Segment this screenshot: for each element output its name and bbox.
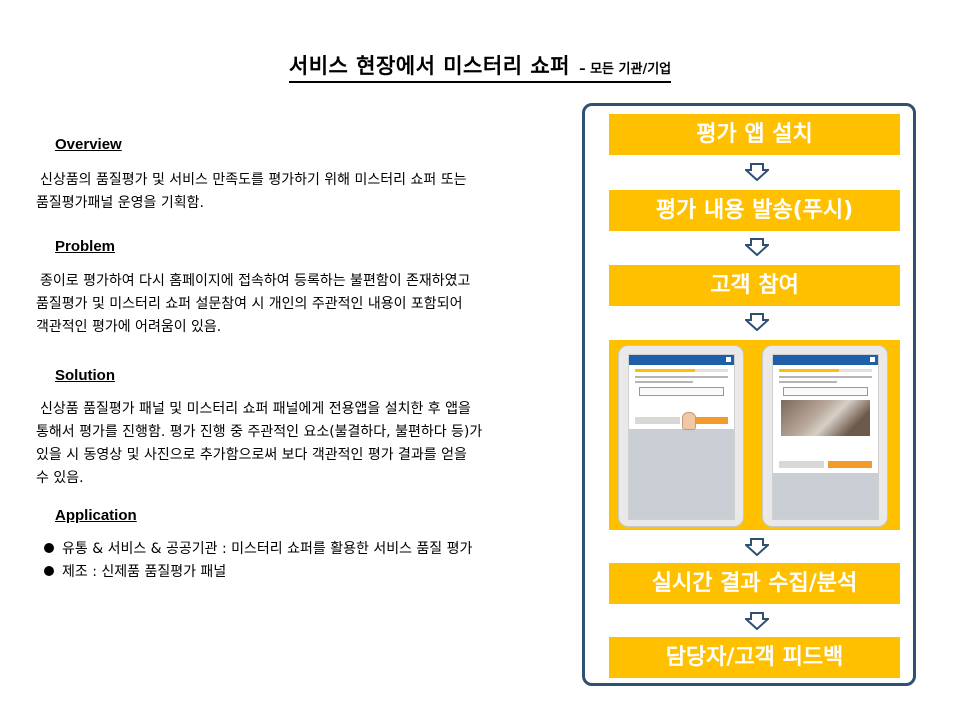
problem-line-2: 품질평가 및 미스터리 쇼퍼 설문참여 시 개인의 주관적인 내용이 포함되어 [36, 296, 463, 312]
progress-fill [635, 369, 696, 372]
question-text [779, 376, 872, 378]
down-arrow-icon [745, 313, 769, 331]
nav-buttons [779, 461, 872, 468]
tablet-mockup-left [618, 345, 744, 527]
app-header-bar [773, 355, 878, 365]
solution-line-3: 있을 시 동영상 및 사진으로 추가함으로써 보다 객관적인 평가 결과를 얻을 [36, 447, 467, 463]
screen-empty-area [773, 473, 878, 519]
screen-empty-area [629, 429, 734, 519]
problem-line-1: 종이로 평가하여 다시 홈페이지에 접속하여 등록하는 불편함이 존재하였고 [40, 273, 471, 289]
next-button [683, 417, 728, 424]
application-bullet-2: 제조 : 신제품 품질평가 패널 [44, 561, 574, 584]
title-sub: – 모든 기관/기업 [579, 62, 672, 77]
tablet-screen-right [772, 354, 879, 520]
problem-heading: Problem [55, 238, 116, 255]
pointing-hand-icon [682, 412, 696, 430]
flow-step-participate: 고객 참여 [609, 265, 900, 306]
problem-line-3: 객관적인 평가에 어려움이 있음. [36, 319, 222, 335]
problem-body: 종이로 평가하여 다시 홈페이지에 접속하여 등록하는 불편함이 존재하였고 품… [36, 270, 566, 339]
solution-line-2: 통해서 평가를 진행함. 평가 진행 중 주관적인 요소(불결하다, 불편하다 … [36, 424, 483, 440]
prev-button [779, 461, 824, 468]
down-arrow-icon [745, 163, 769, 181]
application-body: 유통 & 서비스 & 공공기관 : 미스터리 쇼퍼를 활용한 서비스 품질 평가… [44, 538, 574, 584]
application-bullet-1: 유통 & 서비스 & 공공기관 : 미스터리 쇼퍼를 활용한 서비스 품질 평가 [44, 538, 574, 561]
flow-step-feedback: 담당자/고객 피드백 [609, 637, 900, 678]
application-heading: Application [55, 507, 137, 524]
home-icon [726, 357, 731, 362]
flow-step-push: 평가 내용 발송(푸시) [609, 190, 900, 231]
bullet-dot-icon [44, 566, 54, 576]
overview-heading: Overview [55, 136, 122, 153]
application-bullet-1-text: 유통 & 서비스 & 공공기관 : 미스터리 쇼퍼를 활용한 서비스 품질 평가 [62, 541, 473, 557]
question-text [635, 376, 728, 378]
flow-step-install: 평가 앱 설치 [609, 114, 900, 155]
tablet-screen-left [628, 354, 735, 520]
next-button [827, 461, 872, 468]
progress-fill [779, 369, 840, 372]
solution-line-4: 수 있음. [36, 470, 84, 486]
flow-step-collect: 실시간 결과 수집/분석 [609, 563, 900, 604]
title-main: 서비스 현장에서 미스터리 쇼퍼 [288, 54, 570, 78]
title-underline: 서비스 현장에서 미스터리 쇼퍼 – 모든 기관/기업 [288, 50, 672, 83]
app-header-bar [629, 355, 734, 365]
nav-buttons [635, 417, 728, 424]
progress-bar [779, 369, 872, 372]
page-title: 서비스 현장에서 미스터리 쇼퍼 – 모든 기관/기업 [0, 50, 960, 83]
overview-body: 신상품의 품질평가 및 서비스 만족도를 평가하기 위해 미스터리 쇼퍼 또는 … [36, 169, 566, 215]
down-arrow-icon [745, 538, 769, 556]
tablet-mockup-right [762, 345, 888, 527]
overview-line-1: 신상품의 품질평가 및 서비스 만족도를 평가하기 위해 미스터리 쇼퍼 또는 [40, 172, 467, 188]
bullet-dot-icon [44, 543, 54, 553]
app-screens-panel [609, 340, 900, 530]
prev-button [635, 417, 680, 424]
home-icon [870, 357, 875, 362]
application-bullet-2-text: 제조 : 신제품 품질평가 패널 [62, 564, 227, 580]
overview-line-2: 품질평가패널 운영을 기획함. [36, 195, 204, 211]
attach-file-button [783, 387, 868, 396]
solution-heading: Solution [55, 367, 115, 384]
attach-file-button [639, 387, 724, 396]
down-arrow-icon [745, 612, 769, 630]
question-hint [635, 381, 693, 383]
attached-photo [781, 400, 870, 436]
progress-bar [635, 369, 728, 372]
down-arrow-icon [745, 238, 769, 256]
question-hint [779, 381, 837, 383]
solution-body: 신상품 품질평가 패널 및 미스터리 쇼퍼 패널에게 전용앱을 설치한 후 앱을… [36, 398, 566, 490]
solution-line-1: 신상품 품질평가 패널 및 미스터리 쇼퍼 패널에게 전용앱을 설치한 후 앱을 [40, 401, 471, 417]
